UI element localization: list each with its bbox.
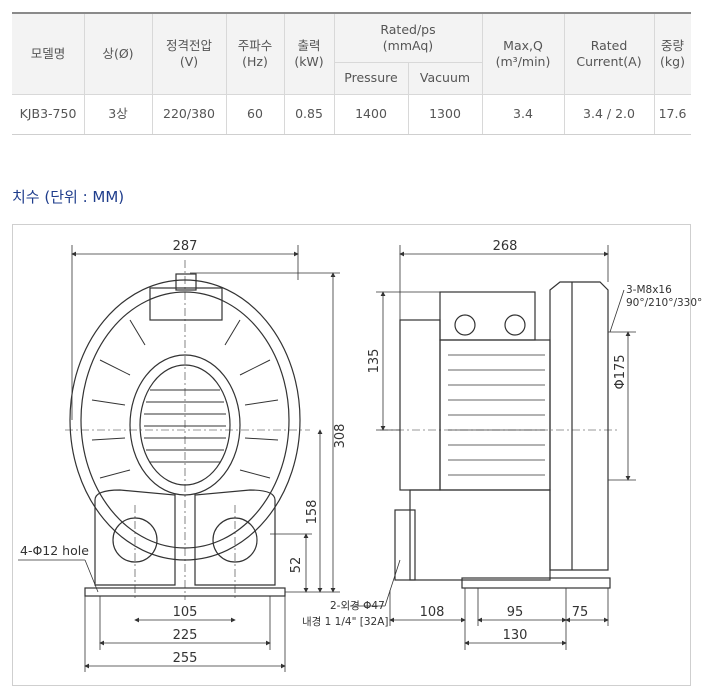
dim-side-base: 130 (503, 628, 528, 643)
cell-voltage: 220/380 (163, 106, 215, 121)
header-rated-ps: Rated/ps (mmAq) (334, 14, 482, 62)
header-vacuum: Vacuum (408, 62, 482, 94)
header-output: 출력 (kW) (284, 14, 334, 94)
header-weight: 중량 (kg) (654, 14, 691, 94)
dim-base-height: 52 (289, 557, 304, 574)
front-view (65, 260, 310, 600)
dim-center-height: 158 (305, 500, 320, 525)
dim-flange-diameter: Φ175 (613, 354, 628, 389)
cell-model: KJB3-750 (19, 106, 77, 121)
cell-phase: 3상 (108, 106, 128, 121)
header-rated-current: Rated Current(A) (564, 14, 654, 94)
side-view (380, 281, 620, 589)
dim-port-1: 2-외경 Φ47 (330, 599, 385, 612)
cell-max-q: 3.4 (513, 106, 533, 121)
dim-flange-bolts-1: 3-M8x16 (626, 284, 672, 296)
dimension-drawing-frame (12, 224, 691, 686)
header-model: 모델명 (12, 14, 84, 94)
cell-pressure: 1400 (355, 106, 387, 121)
spec-table: 모델명 상(Ø) 정격전압 (V) 주파수 (Hz) 출력 (kW) Rated… (12, 12, 691, 135)
dim-foot-spacing: 225 (173, 628, 198, 643)
dim-side-width: 268 (493, 239, 518, 254)
cell-frequency: 60 (247, 106, 263, 121)
section-title: 치수 (단위 : MM) (12, 188, 125, 206)
header-frequency: 주파수 (Hz) (226, 14, 284, 94)
dim-side-offset: 108 (420, 605, 445, 620)
dim-base-width: 255 (173, 651, 198, 666)
dim-port-2: 내경 1 1/4" [32A] (302, 615, 388, 628)
dim-mount-holes: 4-Φ12 hole (20, 543, 89, 558)
dim-top-height: 135 (367, 349, 382, 374)
header-phase: 상(Ø) (84, 14, 152, 94)
cell-rated-current: 3.4 / 2.0 (583, 106, 635, 121)
dim-side-spacing: 95 (507, 605, 524, 620)
dim-hole-spacing: 105 (173, 605, 198, 620)
cell-vacuum: 1300 (429, 106, 461, 121)
cell-weight: 17.6 (658, 106, 687, 121)
header-voltage: 정격전압 (V) (152, 14, 226, 94)
dim-flange-bolts-2: 90°/210°/330° (626, 297, 702, 309)
dim-front-width: 287 (173, 239, 198, 254)
header-max-q: Max,Q (m³/min) (482, 14, 564, 94)
dim-front-height: 308 (333, 424, 348, 449)
dim-side-end: 75 (572, 605, 589, 620)
cell-output: 0.85 (295, 106, 323, 121)
header-pressure: Pressure (334, 62, 408, 94)
